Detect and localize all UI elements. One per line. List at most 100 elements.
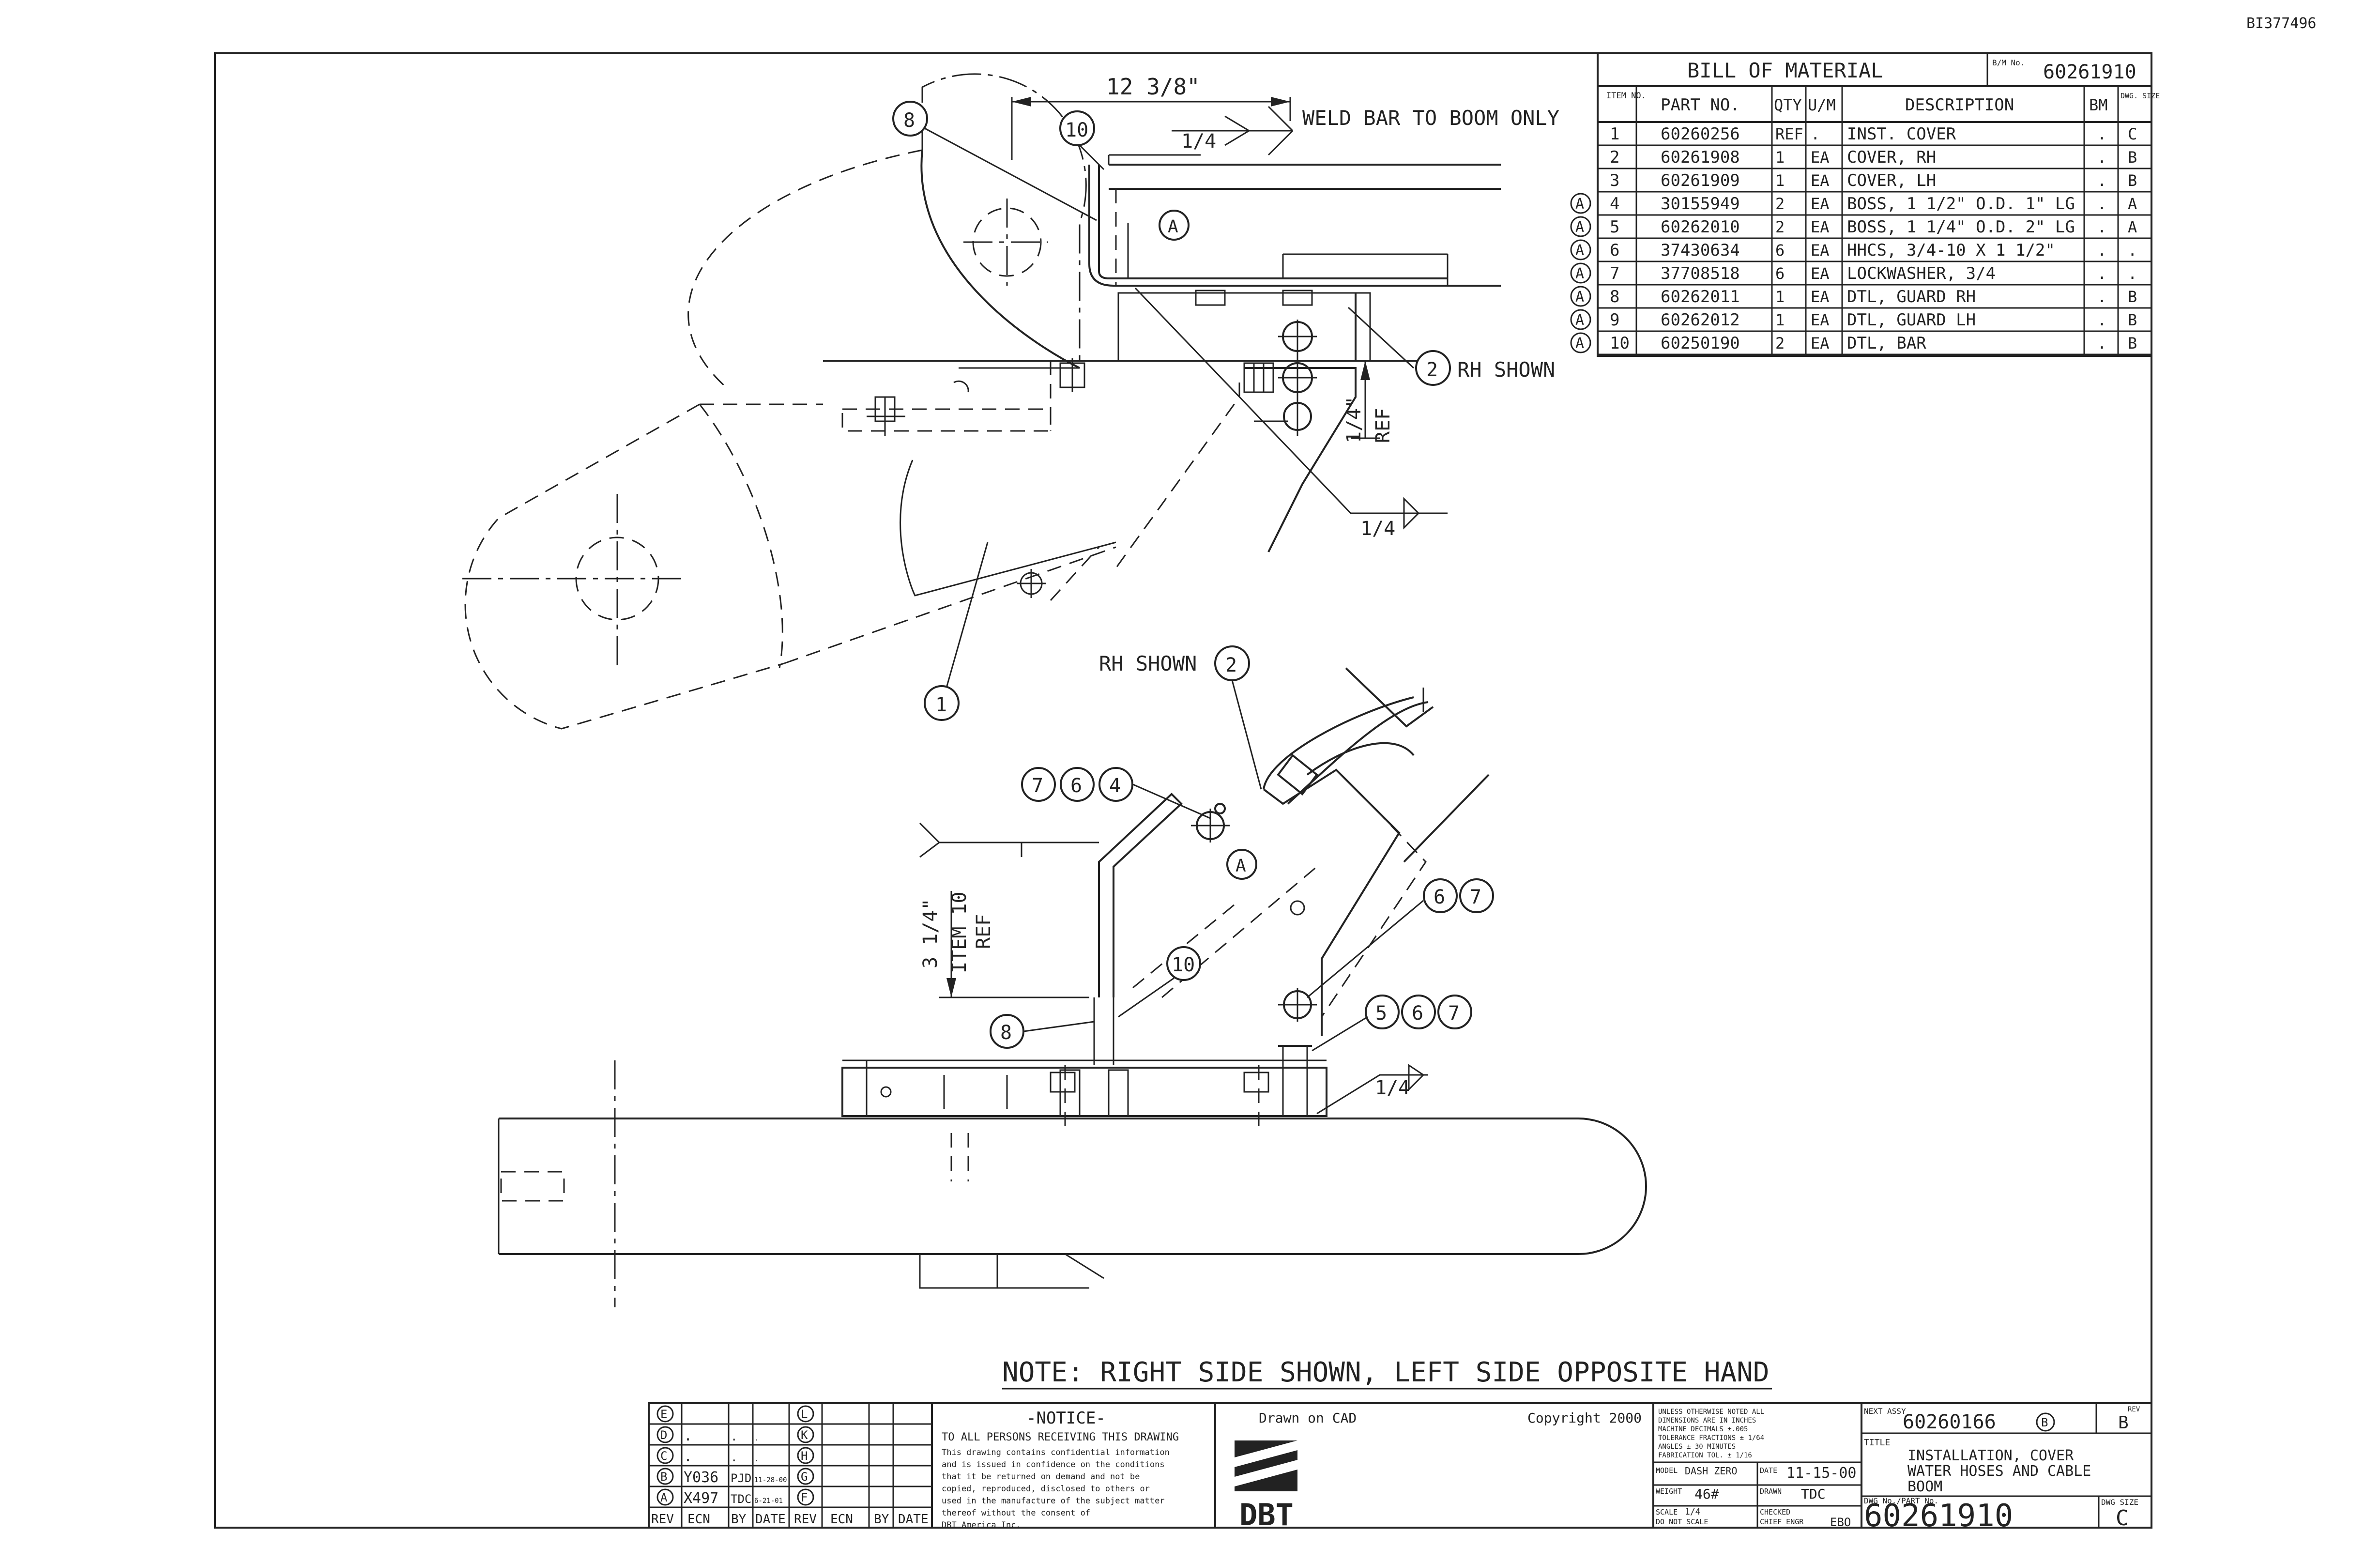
bom-item-no: 10 [1610, 334, 1630, 353]
model-value: DASH ZERO [1685, 1465, 1737, 1477]
bom-item-no: 8 [1610, 287, 1619, 306]
bom-um: . [1811, 125, 1820, 143]
rev-header: REV [651, 1512, 674, 1527]
sheet-id: BI377496 [2246, 15, 2317, 32]
bom-no-label: B/M No. [1992, 58, 2025, 67]
rev-letter: F [801, 1491, 808, 1504]
drawn-on-cad: Drawn on CAD [1259, 1410, 1357, 1426]
notice-line: that it be returned on demand and not be [942, 1472, 1140, 1482]
notice-line: DBT America Inc. [942, 1520, 1021, 1530]
next-assy-rev: B [2041, 1416, 2048, 1429]
bom-item-no: 1 [1610, 124, 1619, 144]
tolerance-line: DIMENSIONS ARE IN INCHES [1658, 1417, 1756, 1424]
rev-ecn: . [684, 1448, 692, 1465]
svg-text:A: A [1236, 856, 1246, 876]
weld-note: WELD BAR TO BOOM ONLY [1302, 106, 1559, 130]
svg-text:7: 7 [1448, 1002, 1460, 1025]
balloon-10-low [1166, 946, 1201, 981]
weld-symbol-low: 1/4 [1375, 1077, 1410, 1099]
notice-title: -NOTICE- [1026, 1409, 1106, 1428]
bom-header-bm: BM [2089, 96, 2108, 114]
rev-ecn: X497 [684, 1490, 718, 1507]
drawing-note: NOTE: RIGHT SIDE SHOWN, LEFT SIDE OPPOSI… [1002, 1357, 1770, 1388]
tolerance-line: MACHINE DECIMALS ±.005 [1658, 1425, 1748, 1433]
bom-frame [1597, 52, 2152, 357]
bom-um: EA [1811, 264, 1830, 283]
rev-by: TDC [731, 1492, 751, 1506]
bom-part-no: 60262012 [1661, 310, 1740, 330]
svg-text:REV: REV [2128, 1406, 2140, 1413]
rev-letter-circle [656, 1468, 674, 1485]
rev-ecn: . [684, 1427, 692, 1444]
bom-um: EA [1811, 241, 1830, 260]
rev-letter: B [660, 1470, 667, 1484]
bom-part-no: 30155949 [1661, 194, 1740, 214]
rev-ecn: Y036 [684, 1469, 718, 1486]
bom-um: EA [1811, 334, 1830, 352]
balloon-7b [1459, 878, 1494, 913]
svg-text:10: 10 [1172, 954, 1195, 976]
drawing-size: C [2116, 1506, 2129, 1531]
bom-header-dwg-size: DWG. SIZE [2121, 92, 2160, 100]
bom-dwg-size: . [2128, 241, 2137, 260]
rh-shown-label-top: RH SHOWN [1457, 358, 1555, 382]
rev-letter: E [660, 1408, 667, 1421]
weight-value: 46# [1694, 1486, 1719, 1502]
dim-item-10: ITEM 10 [948, 891, 971, 973]
svg-text:CHECKED: CHECKED [1760, 1508, 1790, 1516]
bom-qty: 2 [1775, 218, 1785, 236]
svg-text:DATE: DATE [1760, 1466, 1777, 1475]
bom-bm: . [2097, 195, 2106, 213]
bom-bm: . [2097, 334, 2106, 352]
bom-dwg-size: B [2128, 334, 2137, 352]
notice-line: copied, reproduced, disclosed to others … [942, 1484, 1150, 1494]
svg-text:DWG No./PART No.: DWG No./PART No. [1864, 1496, 1938, 1505]
rev-marker-label: A [1575, 289, 1584, 306]
bom-description: LOCKWASHER, 3/4 [1847, 264, 1996, 283]
bom-dwg-size: B [2128, 288, 2137, 306]
revision-value: B [2118, 1413, 2129, 1433]
title-line-3: BOOM [1907, 1478, 1942, 1495]
bom-dwg-size: C [2128, 125, 2137, 143]
bom-qty: 6 [1775, 264, 1785, 283]
balloon-5 [1365, 995, 1400, 1029]
balloon-7c [1437, 995, 1472, 1029]
rev-date: 11-28-00 [754, 1476, 787, 1484]
rev-letter-circle [656, 1447, 674, 1464]
bom-qty: 1 [1775, 148, 1785, 167]
bom-header-item: ITEM NO. [1606, 91, 1646, 101]
rev-letter: K [801, 1428, 808, 1442]
svg-text:7: 7 [1032, 775, 1043, 797]
balloon-10-top [1059, 110, 1095, 146]
rev-letter: L [801, 1408, 808, 1421]
svg-text:1: 1 [935, 694, 947, 716]
svg-text:5: 5 [1375, 1002, 1387, 1025]
tolerance-line: FABRICATION TOL. ± 1/16 [1658, 1452, 1752, 1459]
notice-line: thereof without the consent of [942, 1508, 1090, 1518]
bom-part-no: 60262011 [1661, 287, 1740, 306]
bom-qty: 1 [1775, 171, 1785, 190]
bom-bm: . [2097, 171, 2106, 190]
rev-by: . [731, 1451, 737, 1464]
scale-value: 1/4 [1685, 1507, 1701, 1517]
notice-line: used in the manufacture of the subject m… [942, 1496, 1165, 1506]
rev-header: REV [794, 1512, 817, 1527]
svg-text:WEIGHT: WEIGHT [1656, 1487, 1682, 1496]
rev-letter: C [660, 1449, 667, 1463]
upper-view: 12 3/8" 1/4 WELD BAR TO BOOM ONLY 8 10 A… [462, 73, 1559, 730]
bom-header-part: PART NO. [1661, 95, 1740, 115]
rev-date: . [754, 1455, 758, 1463]
bom-description: BOSS, 1 1/2" O.D. 1" LG [1847, 194, 2075, 214]
bom-dwg-size: A [2128, 195, 2137, 213]
next-assy-value: 60260166 [1903, 1411, 1996, 1433]
bom-description: BOSS, 1 1/4" O.D. 2" LG [1847, 217, 2075, 237]
rev-date: . [754, 1435, 758, 1442]
bom-item-no: 2 [1610, 148, 1619, 167]
rev-header: DATE [898, 1512, 929, 1527]
bom-description: COVER, LH [1847, 171, 1936, 190]
bom-dwg-size: B [2128, 148, 2137, 167]
